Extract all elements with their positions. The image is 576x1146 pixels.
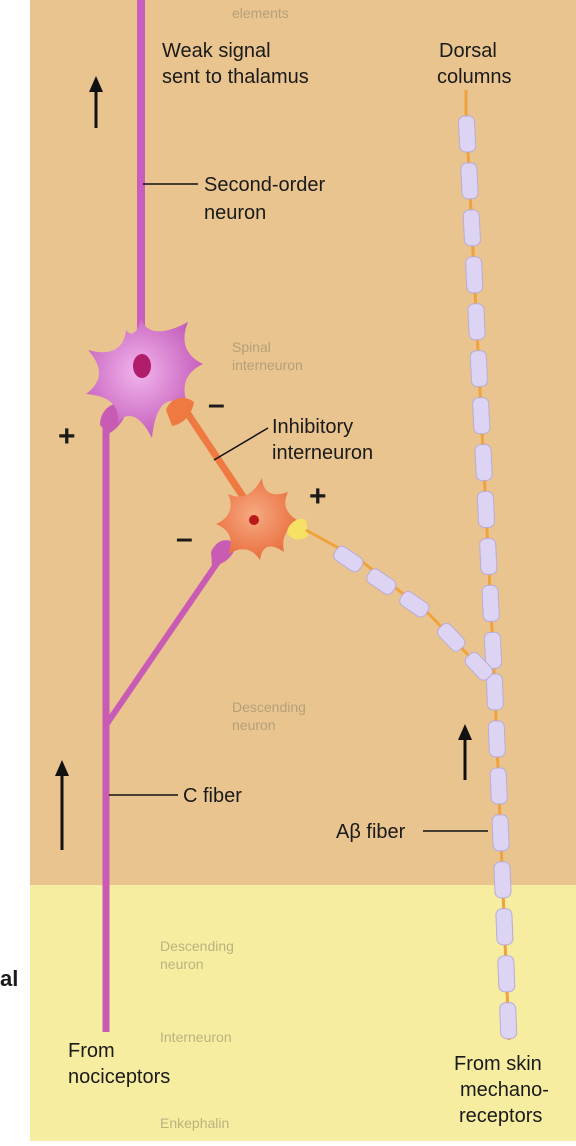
- svg-text:interneuron: interneuron: [232, 357, 303, 373]
- dorsal-column-myelin-segment: [496, 908, 513, 945]
- dorsal-column-myelin-segment: [499, 1002, 516, 1039]
- dorsal-column-myelin-segment: [488, 721, 505, 758]
- dorsal-column-myelin-segment: [475, 444, 493, 481]
- second-order-nucleus: [133, 354, 151, 378]
- plus-sign-abeta: +: [309, 480, 327, 513]
- background-lower: [30, 885, 576, 1141]
- dorsal-column-myelin-segment: [482, 585, 500, 622]
- minus-sign-interneuron: –: [208, 388, 225, 421]
- label-weak-signal-2: sent to thalamus: [162, 66, 309, 88]
- label-weak-signal-1: Weak signal: [162, 40, 271, 62]
- label-abeta-fiber: Aβ fiber: [336, 821, 406, 843]
- label-second-order-2: neuron: [204, 202, 266, 224]
- label-dorsal-2: columns: [437, 66, 511, 88]
- dorsal-column-myelin-segment: [477, 491, 495, 528]
- label-from-nociceptors-2: nociceptors: [68, 1066, 170, 1088]
- interneuron-nucleus: [249, 515, 259, 525]
- label-inhibitory-1: Inhibitory: [272, 416, 353, 438]
- svg-text:neuron: neuron: [232, 717, 276, 733]
- svg-text:Spinal: Spinal: [232, 339, 271, 355]
- dorsal-column-myelin-segment: [463, 209, 481, 246]
- label-second-order-1: Second-order: [204, 174, 326, 196]
- minus-sign-c-fiber: –: [176, 522, 193, 555]
- dorsal-column-myelin-segment: [468, 303, 486, 340]
- label-dorsal-1: Dorsal: [439, 40, 497, 62]
- svg-text:Descending: Descending: [232, 699, 306, 715]
- svg-text:Descending: Descending: [160, 938, 234, 954]
- label-from-skin-2: mechano-: [460, 1079, 549, 1101]
- svg-text:elements: elements: [232, 5, 289, 21]
- label-from-skin-3: receptors: [459, 1105, 542, 1127]
- dorsal-column-myelin-segment: [458, 116, 476, 153]
- dorsal-column-myelin-segment: [461, 163, 479, 200]
- label-inhibitory-2: interneuron: [272, 442, 373, 464]
- label-from-skin-1: From skin: [454, 1053, 542, 1075]
- label-c-fiber: C fiber: [183, 785, 242, 807]
- dorsal-column-myelin-segment: [486, 674, 503, 711]
- dorsal-column-myelin-segment: [492, 815, 509, 852]
- dorsal-column-myelin-segment: [479, 538, 497, 575]
- dorsal-column-myelin-segment: [472, 397, 490, 434]
- label-from-nociceptors-1: From: [68, 1040, 115, 1062]
- dorsal-column-myelin-segment: [498, 955, 515, 992]
- svg-text:Enkephalin: Enkephalin: [160, 1115, 229, 1131]
- dorsal-column-myelin-segment: [465, 256, 483, 293]
- svg-text:neuron: neuron: [160, 956, 204, 972]
- dorsal-column-myelin-segment: [490, 768, 507, 805]
- edge-text-fragment: al: [0, 966, 18, 991]
- dorsal-column-myelin-segment: [494, 862, 511, 899]
- svg-text:Interneuron: Interneuron: [160, 1029, 232, 1045]
- plus-sign-c-fiber: +: [58, 420, 76, 453]
- dorsal-column-myelin-segment: [470, 350, 488, 387]
